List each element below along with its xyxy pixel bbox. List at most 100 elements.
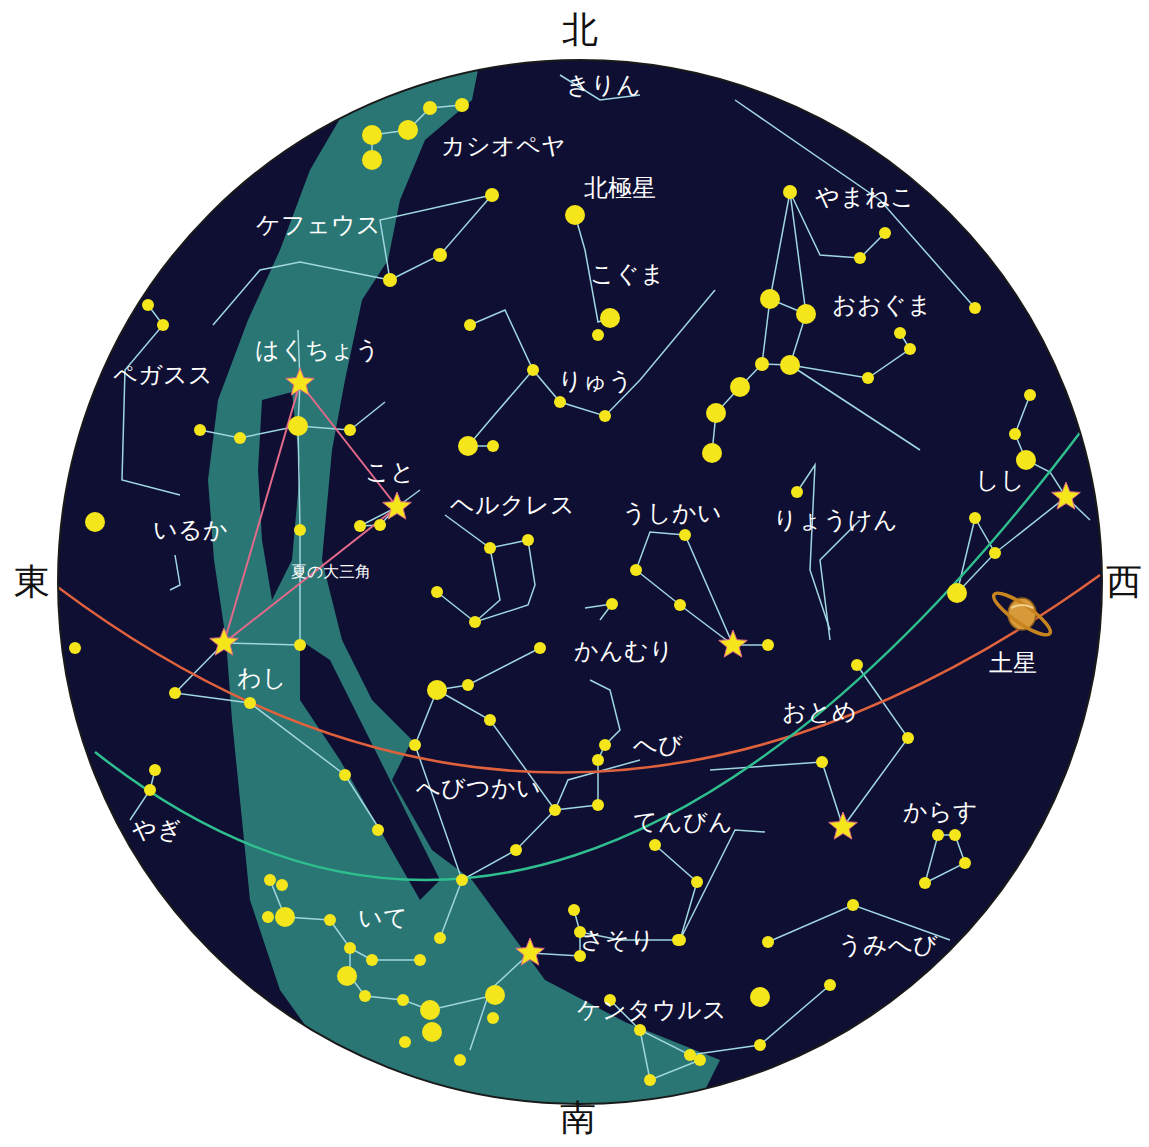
star-dot [244, 697, 256, 709]
star-dot [344, 942, 356, 954]
star-dot [149, 764, 161, 776]
star-dot [599, 410, 611, 422]
star-dot [383, 273, 397, 287]
constellation-name: いるか [151, 517, 230, 543]
constellation-name: かんむり [572, 638, 676, 664]
star-dot [904, 343, 916, 355]
constellation-name: きりん [564, 72, 643, 98]
star-dot [919, 877, 931, 889]
sky-disk [58, 60, 1102, 1104]
constellation-name: さそり [578, 927, 657, 953]
star-dot [434, 932, 446, 944]
constellation-name: りょうけん [771, 507, 900, 533]
star-dot [366, 954, 378, 966]
star-dot [706, 403, 726, 423]
star-dot [433, 248, 447, 262]
constellation-name: やまねこ [813, 184, 917, 210]
star-dot [754, 1039, 766, 1051]
star-dot [780, 355, 800, 375]
star-dot [324, 914, 336, 926]
star-dot [989, 547, 1001, 559]
star-dot [485, 985, 505, 1005]
star-dots [69, 98, 1036, 1086]
star-dot [398, 120, 418, 140]
bright-star [210, 628, 239, 655]
star-dot [414, 954, 426, 966]
star-dot [510, 844, 522, 856]
milky-way-rift [258, 392, 440, 900]
constellation-name: しし [973, 467, 1027, 493]
star-dot [144, 784, 156, 796]
star-dot [554, 396, 566, 408]
star-dot [816, 756, 828, 768]
star-dot [862, 372, 874, 384]
star-dot [337, 966, 357, 986]
star-dot [294, 524, 306, 536]
star-dot [783, 185, 797, 199]
star-dot [487, 440, 499, 452]
star-dot [372, 824, 384, 836]
star-dot [568, 904, 580, 916]
constellation-name: ヘルクレス [448, 492, 577, 518]
star-dot [549, 804, 561, 816]
compass-direction: 東 [12, 562, 52, 602]
star-dot [599, 739, 611, 751]
constellation-name: へびつかい [414, 775, 543, 801]
constellation-name: うしかい [620, 500, 724, 526]
star-dot [947, 583, 967, 603]
star-dot [484, 714, 496, 726]
star-dot [275, 907, 295, 927]
constellation-name: おとめ [780, 699, 859, 725]
star-dot [534, 642, 546, 654]
star-dot [234, 432, 246, 444]
summer-triangle [224, 383, 397, 643]
star-dot [791, 486, 803, 498]
star-dot [85, 512, 105, 532]
celestial-equator [95, 430, 1082, 880]
constellation-name: ペガスス [111, 362, 215, 388]
constellation-name: 北極星 [582, 175, 658, 201]
star-dot [750, 987, 770, 1007]
star-dot [485, 188, 499, 202]
star-dot [462, 679, 474, 691]
star-dot [630, 564, 642, 576]
bright-star [719, 630, 748, 657]
star-dot [1024, 389, 1036, 401]
star-dot [169, 687, 181, 699]
star-dot [339, 769, 351, 781]
star-dot [649, 839, 661, 851]
star-dot [427, 680, 447, 700]
star-dot [606, 598, 618, 610]
star-dot [592, 799, 604, 811]
constellation-name: カシオペヤ [439, 133, 568, 159]
star-dot [644, 1074, 656, 1086]
star-dot [702, 443, 722, 463]
star-dot [397, 994, 409, 1006]
ecliptic [55, 575, 1100, 773]
star-dot [522, 534, 534, 546]
constellation-name: こぐま [588, 261, 667, 287]
constellation-name: ケンタウルス [575, 997, 729, 1023]
star-dot [262, 911, 274, 923]
star-dot [1009, 428, 1021, 440]
constellation-name: からす [901, 799, 980, 825]
constellation-name: うみへび [836, 932, 940, 958]
asterism-name: 夏の大三角 [289, 563, 373, 581]
star-dot [157, 319, 169, 331]
star-dot [399, 1036, 411, 1048]
star-dot [969, 302, 981, 314]
star-dot [422, 1022, 442, 1042]
star-dot [456, 874, 468, 886]
star-dot [851, 659, 863, 671]
star-dot [854, 252, 866, 264]
constellation-name: ケフェウス [254, 212, 383, 238]
star-dot [276, 879, 288, 891]
compass-direction: 南 [558, 1098, 598, 1138]
star-dot [691, 876, 703, 888]
star-dot [458, 436, 478, 456]
star-dot [288, 416, 308, 436]
star-dot [464, 319, 476, 331]
bright-star-markers [210, 368, 1081, 965]
star-dot [142, 299, 154, 311]
